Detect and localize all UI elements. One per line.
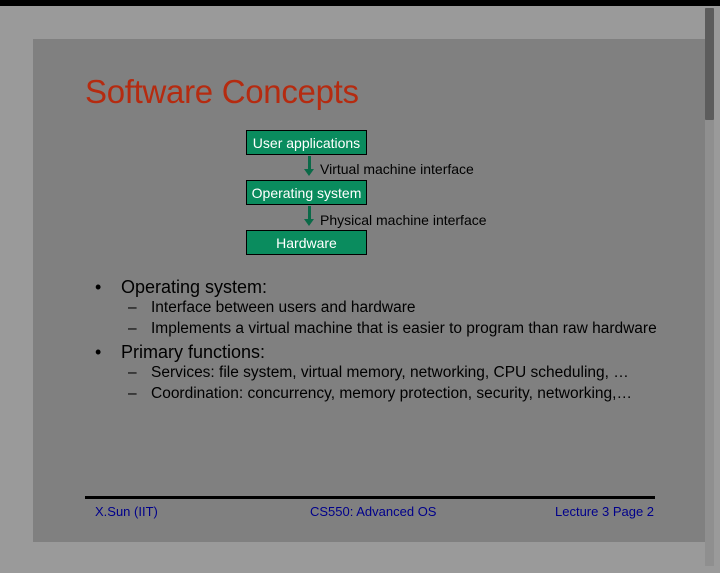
sub-bullet-text: Coordination: concurrency, memory protec… [151, 385, 632, 402]
top-bar [0, 0, 720, 6]
vertical-scrollbar[interactable] [705, 8, 714, 566]
box-user-applications: User applications [246, 130, 367, 155]
sub-bullet-item: – Interface between users and hardware [95, 299, 685, 316]
sub-bullet-item: – Services: file system, virtual memory,… [95, 364, 685, 381]
dash-icon: – [128, 385, 137, 402]
dash-icon: – [128, 320, 137, 337]
box-hardware: Hardware [246, 230, 367, 255]
box-operating-system: Operating system [246, 180, 367, 205]
footer-course: CS550: Advanced OS [310, 504, 437, 519]
dash-icon: – [128, 299, 137, 316]
sub-bullet-text: Implements a virtual machine that is eas… [151, 320, 657, 337]
footer-author: X.Sun (IIT) [95, 504, 158, 519]
sub-bullet-item: – Implements a virtual machine that is e… [95, 320, 685, 337]
sub-bullet-text: Services: file system, virtual memory, n… [151, 364, 629, 381]
bullet-list: • Operating system: – Interface between … [95, 277, 685, 407]
bullet-icon: • [95, 342, 102, 362]
bullet-label: Operating system: [121, 277, 268, 297]
bullet-icon: • [95, 277, 102, 297]
footer-divider [85, 496, 655, 499]
bullet-item: • Operating system: [95, 277, 685, 298]
scrollbar-thumb[interactable] [705, 8, 714, 120]
sub-bullet-text: Interface between users and hardware [151, 299, 416, 316]
bullet-label: Primary functions: [121, 342, 266, 362]
sub-bullet-item: – Coordination: concurrency, memory prot… [95, 385, 685, 402]
slide: Software Concepts User applications Virt… [33, 39, 705, 542]
virtual-machine-interface-label: Virtual machine interface [320, 161, 474, 177]
bullet-item: • Primary functions: [95, 342, 685, 363]
slide-title: Software Concepts [85, 73, 359, 110]
footer-page: Lecture 3 Page 2 [555, 504, 655, 519]
dash-icon: – [128, 364, 137, 381]
physical-machine-interface-label: Physical machine interface [320, 212, 487, 228]
